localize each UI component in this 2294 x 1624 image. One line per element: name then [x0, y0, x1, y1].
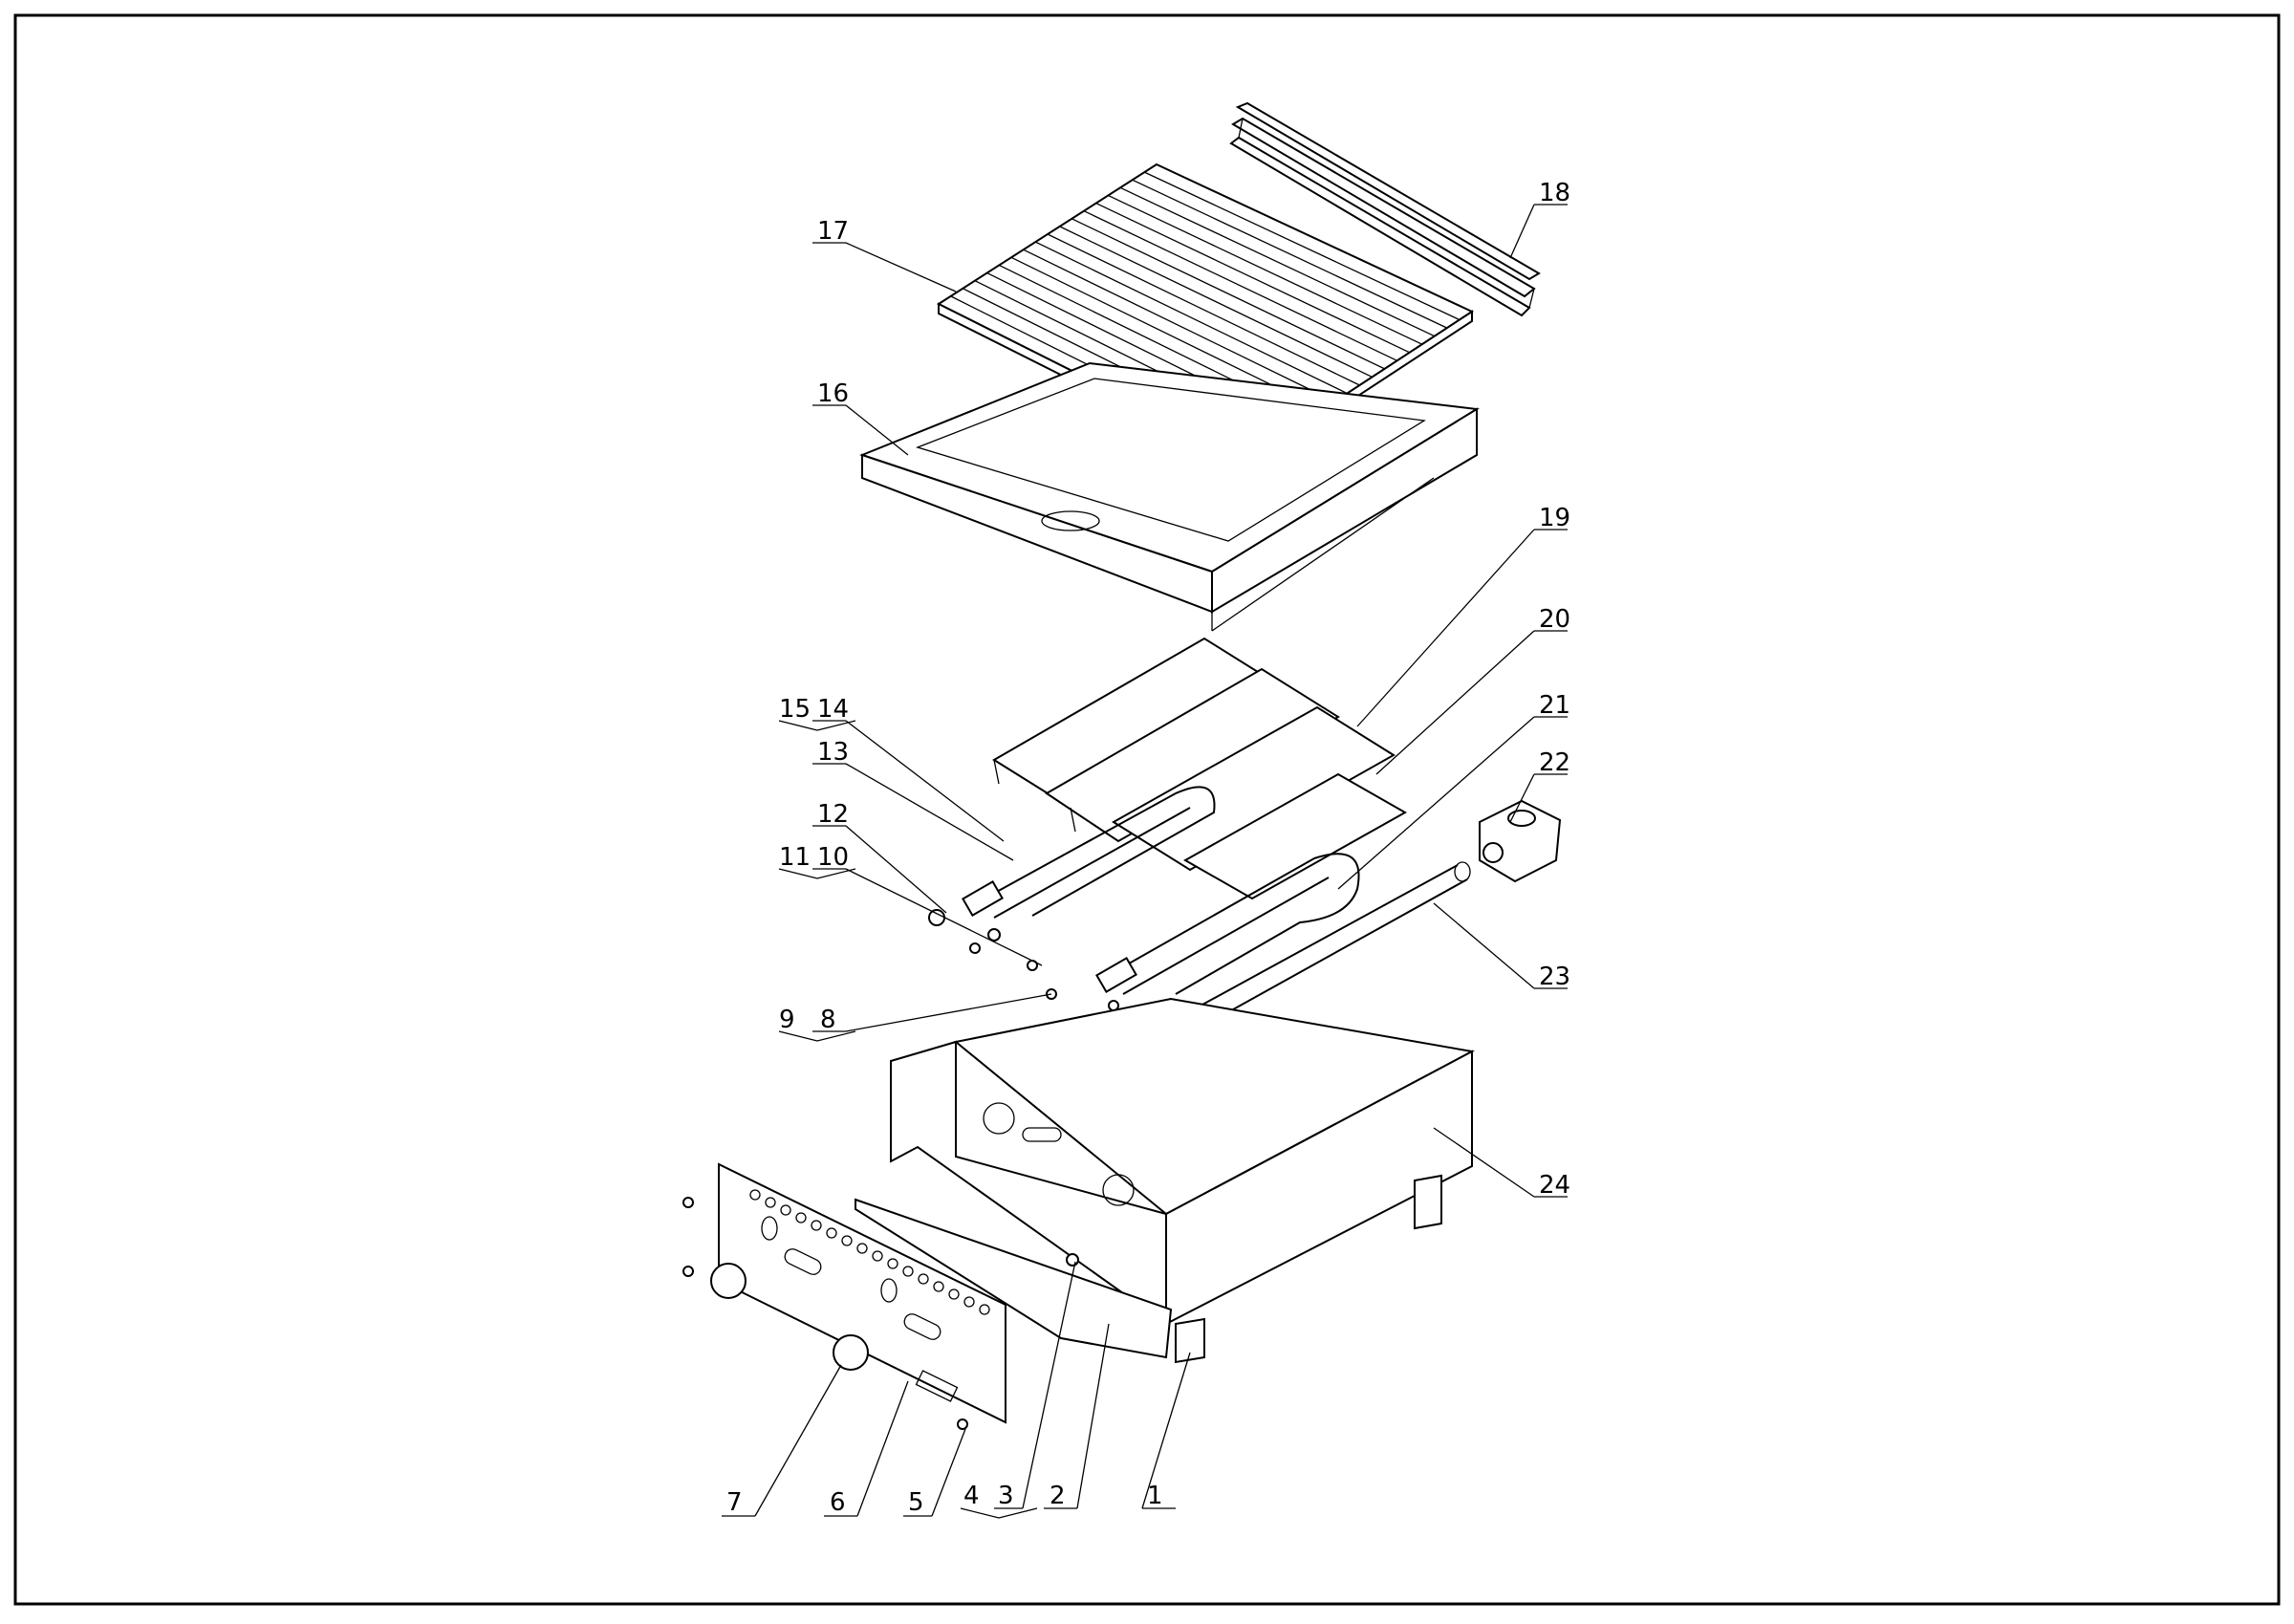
panel-hole — [979, 1304, 990, 1315]
panel-hole — [948, 1288, 960, 1300]
group-bracket — [778, 720, 856, 731]
callout-19: 19 — [1539, 504, 1570, 532]
knob-part — [682, 1197, 1079, 1430]
callout-8: 8 — [820, 1006, 836, 1034]
leader-line — [845, 404, 909, 456]
callout-7: 7 — [726, 1488, 743, 1517]
grate-bar — [1095, 202, 1411, 354]
rear-rail-part — [1229, 101, 1541, 317]
group-bracket — [778, 1030, 856, 1042]
panel-slot — [903, 1313, 941, 1340]
top-frame-part — [859, 361, 1480, 632]
leader-line — [1509, 773, 1535, 823]
callout-20: 20 — [1539, 605, 1570, 634]
panel-hole — [872, 1250, 883, 1262]
panel-opening — [880, 1278, 898, 1303]
callout-24: 24 — [1539, 1171, 1570, 1200]
callout-9: 9 — [779, 1006, 795, 1034]
burner-part — [962, 786, 1360, 995]
callout-5: 5 — [908, 1488, 924, 1517]
grate-bar — [1059, 226, 1373, 379]
panel-hole — [918, 1273, 929, 1285]
callout-1: 1 — [1147, 1482, 1163, 1510]
body-frame-part — [855, 997, 1476, 1364]
panel-opening — [761, 1216, 778, 1241]
leader-line — [1022, 1261, 1076, 1509]
callout-14: 14 — [817, 695, 849, 724]
callout-22: 22 — [1539, 748, 1570, 777]
callout-18: 18 — [1539, 179, 1570, 207]
leader-line — [856, 1380, 909, 1517]
grate-bar — [1083, 210, 1397, 361]
callout-6: 6 — [830, 1488, 846, 1517]
group-bracket — [960, 1507, 1038, 1519]
panel-hole — [841, 1235, 853, 1246]
grate-bar — [1108, 194, 1423, 345]
leader-line — [1433, 1127, 1535, 1198]
control-panel-part — [718, 1162, 1006, 1424]
grate-bar — [1144, 171, 1461, 321]
grate-bar — [1119, 186, 1436, 337]
leader-line — [1509, 204, 1535, 259]
panel-hole — [933, 1281, 944, 1292]
grate-bar — [1023, 249, 1335, 402]
callout-21: 21 — [1539, 691, 1570, 720]
grate-bar — [1132, 179, 1448, 329]
callout-15: 15 — [779, 695, 811, 724]
callout-17: 17 — [817, 217, 849, 246]
callout-23: 23 — [1539, 963, 1570, 991]
grate-bar — [1071, 218, 1385, 370]
panel-hole — [902, 1266, 914, 1277]
drawing-border — [13, 13, 2281, 1606]
panel-hole — [856, 1243, 868, 1254]
leader-line — [1375, 630, 1535, 775]
panel-hole — [811, 1220, 822, 1231]
panel-hole — [749, 1189, 761, 1201]
callout-12: 12 — [817, 800, 849, 829]
callout-3: 3 — [998, 1482, 1014, 1510]
leader-line — [1076, 1323, 1110, 1509]
leader-line — [1433, 902, 1535, 989]
callout-11: 11 — [779, 843, 811, 872]
leader-line — [845, 825, 947, 914]
leader-line — [1356, 529, 1535, 727]
grate-bar — [1035, 241, 1348, 395]
group-bracket — [778, 868, 856, 879]
panel-hole — [826, 1227, 837, 1239]
leader-line — [845, 720, 1005, 842]
panel-hole — [765, 1197, 776, 1208]
leader-line — [1337, 716, 1535, 890]
leader-lines — [722, 204, 1568, 1519]
callout-4: 4 — [963, 1482, 980, 1510]
leader-line — [931, 1428, 966, 1517]
leader-line — [845, 868, 1043, 966]
callout-labels: 18 17 16 19 20 15 14 21 13 22 12 11 10 2… — [726, 179, 1570, 1517]
callout-13: 13 — [817, 738, 849, 767]
leader-line — [754, 1364, 842, 1517]
panel-hole — [780, 1204, 791, 1216]
leader-line — [845, 242, 957, 292]
leader-line — [1141, 1352, 1191, 1509]
gas-regulator-part — [1479, 799, 1562, 883]
callout-2: 2 — [1050, 1482, 1066, 1510]
panel-hole — [887, 1258, 898, 1269]
panel-hole — [795, 1212, 807, 1223]
grate-bar — [1047, 233, 1360, 386]
leader-line — [845, 763, 1014, 861]
leader-line — [845, 993, 1052, 1032]
panel-hole — [963, 1296, 975, 1308]
callout-16: 16 — [817, 379, 849, 408]
callout-10: 10 — [817, 843, 849, 872]
panel-slot — [784, 1248, 822, 1275]
